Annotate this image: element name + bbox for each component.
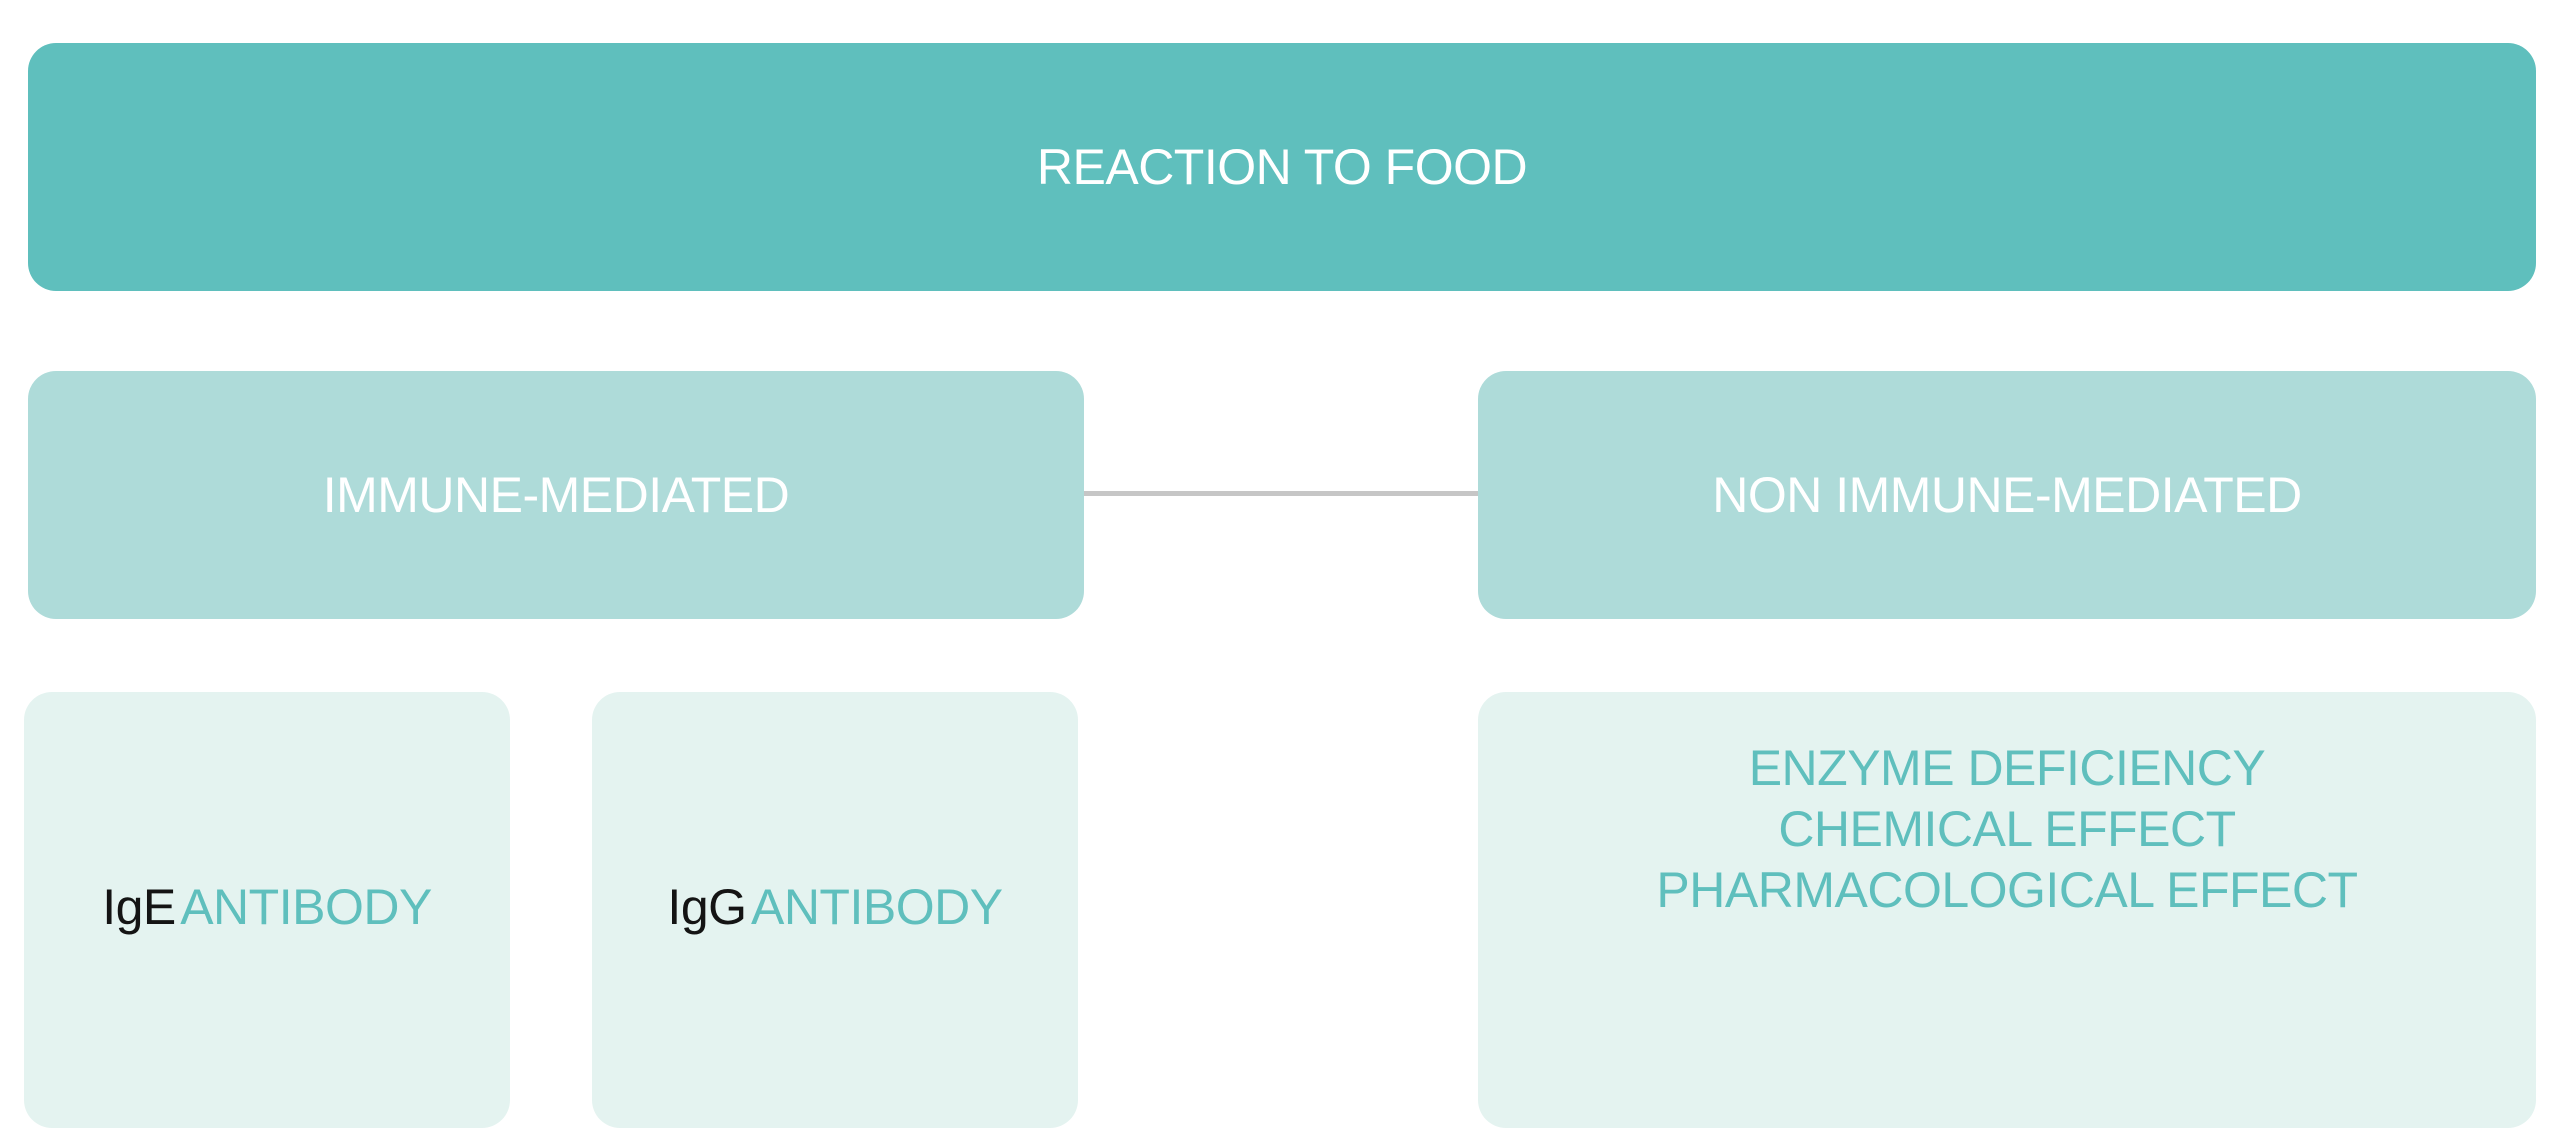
igg-prefix: IgG [667,879,747,935]
cause-pharmacological-effect: PHARMACOLOGICAL EFFECT [1656,862,2358,918]
immune-mediated-label: IMMUNE-MEDIATED [322,467,790,523]
leaf-node-igg-antibody: IgG ANTIBODY [592,692,1078,1128]
root-node-reaction-to-food: REACTION TO FOOD [28,43,2536,291]
non-immune-causes-list: ENZYME DEFICIENCY CHEMICAL EFFECT PHARMA… [1656,738,2358,921]
category-node-immune-mediated: IMMUNE-MEDIATED [28,371,1084,619]
root-node-label: REACTION TO FOOD [1036,139,1528,195]
igg-suffix: ANTIBODY [750,879,1003,935]
category-node-non-immune-mediated: NON IMMUNE-MEDIATED [1478,371,2536,619]
ige-suffix: ANTIBODY [180,879,432,935]
leaf-node-non-immune-causes: ENZYME DEFICIENCY CHEMICAL EFFECT PHARMA… [1478,692,2536,1128]
non-immune-mediated-label: NON IMMUNE-MEDIATED [1712,467,2302,523]
cause-chemical-effect: CHEMICAL EFFECT [1778,801,2236,857]
leaf-node-ige-antibody: IgE ANTIBODY [24,692,510,1128]
cause-enzyme-deficiency: ENZYME DEFICIENCY [1748,740,2266,796]
category-connector-line [1084,491,1478,496]
ige-prefix: IgE [102,879,176,935]
